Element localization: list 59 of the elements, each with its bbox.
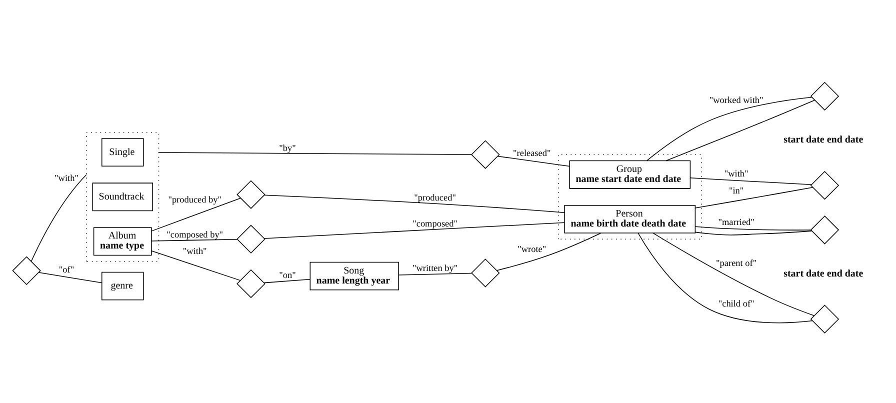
- connector: [689, 178, 812, 186]
- connector: [150, 198, 241, 232]
- node-box: Soundtrack: [92, 182, 152, 212]
- node-box: Single: [101, 138, 144, 167]
- node-box: Group name start date end date: [568, 160, 690, 189]
- connector: [652, 232, 814, 316]
- node-diamond: [810, 82, 839, 111]
- connector: [150, 239, 238, 242]
- node-label: start date end date: [783, 268, 863, 280]
- edge-label: "produced": [414, 192, 456, 202]
- connector: [263, 194, 564, 214]
- connector: [263, 222, 564, 239]
- edge-label: "in": [728, 186, 744, 196]
- node-diamond: [236, 180, 265, 209]
- connector: [398, 272, 472, 276]
- connector: [694, 186, 813, 208]
- node-box: Song name length year: [309, 262, 398, 290]
- node-diamond: [236, 224, 265, 254]
- node-box: Album name type: [92, 227, 152, 256]
- edge-label: "written by": [412, 263, 458, 274]
- cluster: [558, 154, 702, 240]
- edge-label: "by": [278, 143, 296, 154]
- edge-label: "with": [54, 173, 78, 184]
- node-diamond: [810, 216, 839, 244]
- connector: [694, 226, 811, 230]
- connector: [496, 156, 570, 167]
- node-diamond: [810, 304, 839, 334]
- node-diamond: [810, 170, 839, 200]
- connector: [38, 272, 102, 284]
- connector: [158, 152, 472, 155]
- edge-label: "married": [718, 217, 754, 228]
- connector: [496, 232, 601, 271]
- cluster: [86, 132, 159, 262]
- node-diamond: [470, 140, 500, 169]
- edge-label: "composed by": [166, 229, 223, 240]
- edge-label: "worked with": [708, 94, 763, 105]
- node-diamond: [12, 256, 40, 286]
- node-diamond: [470, 258, 500, 288]
- connector: [665, 100, 815, 162]
- node-box: genre: [101, 272, 144, 300]
- edge-label: "produced by": [168, 194, 222, 205]
- node-box: Person name birth date death date: [564, 204, 696, 234]
- edge-label: "with": [724, 168, 748, 179]
- edge-label: "with": [182, 246, 206, 256]
- edge-label: "on": [278, 270, 296, 280]
- edge-label: "wrote": [517, 244, 546, 254]
- node-label: start date end date: [783, 134, 863, 146]
- node-diamond: [236, 269, 265, 298]
- edge-label: "released": [512, 148, 550, 158]
- connector: [150, 250, 240, 281]
- edge-label: "of": [58, 264, 74, 275]
- edge-label: "composed": [412, 218, 458, 229]
- connector: [694, 230, 812, 236]
- edge-label: "parent of": [716, 258, 756, 268]
- connector: [30, 174, 86, 262]
- edge-label: "child of": [718, 298, 754, 308]
- connector: [646, 96, 812, 161]
- connector: [637, 232, 812, 324]
- connector: [263, 278, 310, 284]
